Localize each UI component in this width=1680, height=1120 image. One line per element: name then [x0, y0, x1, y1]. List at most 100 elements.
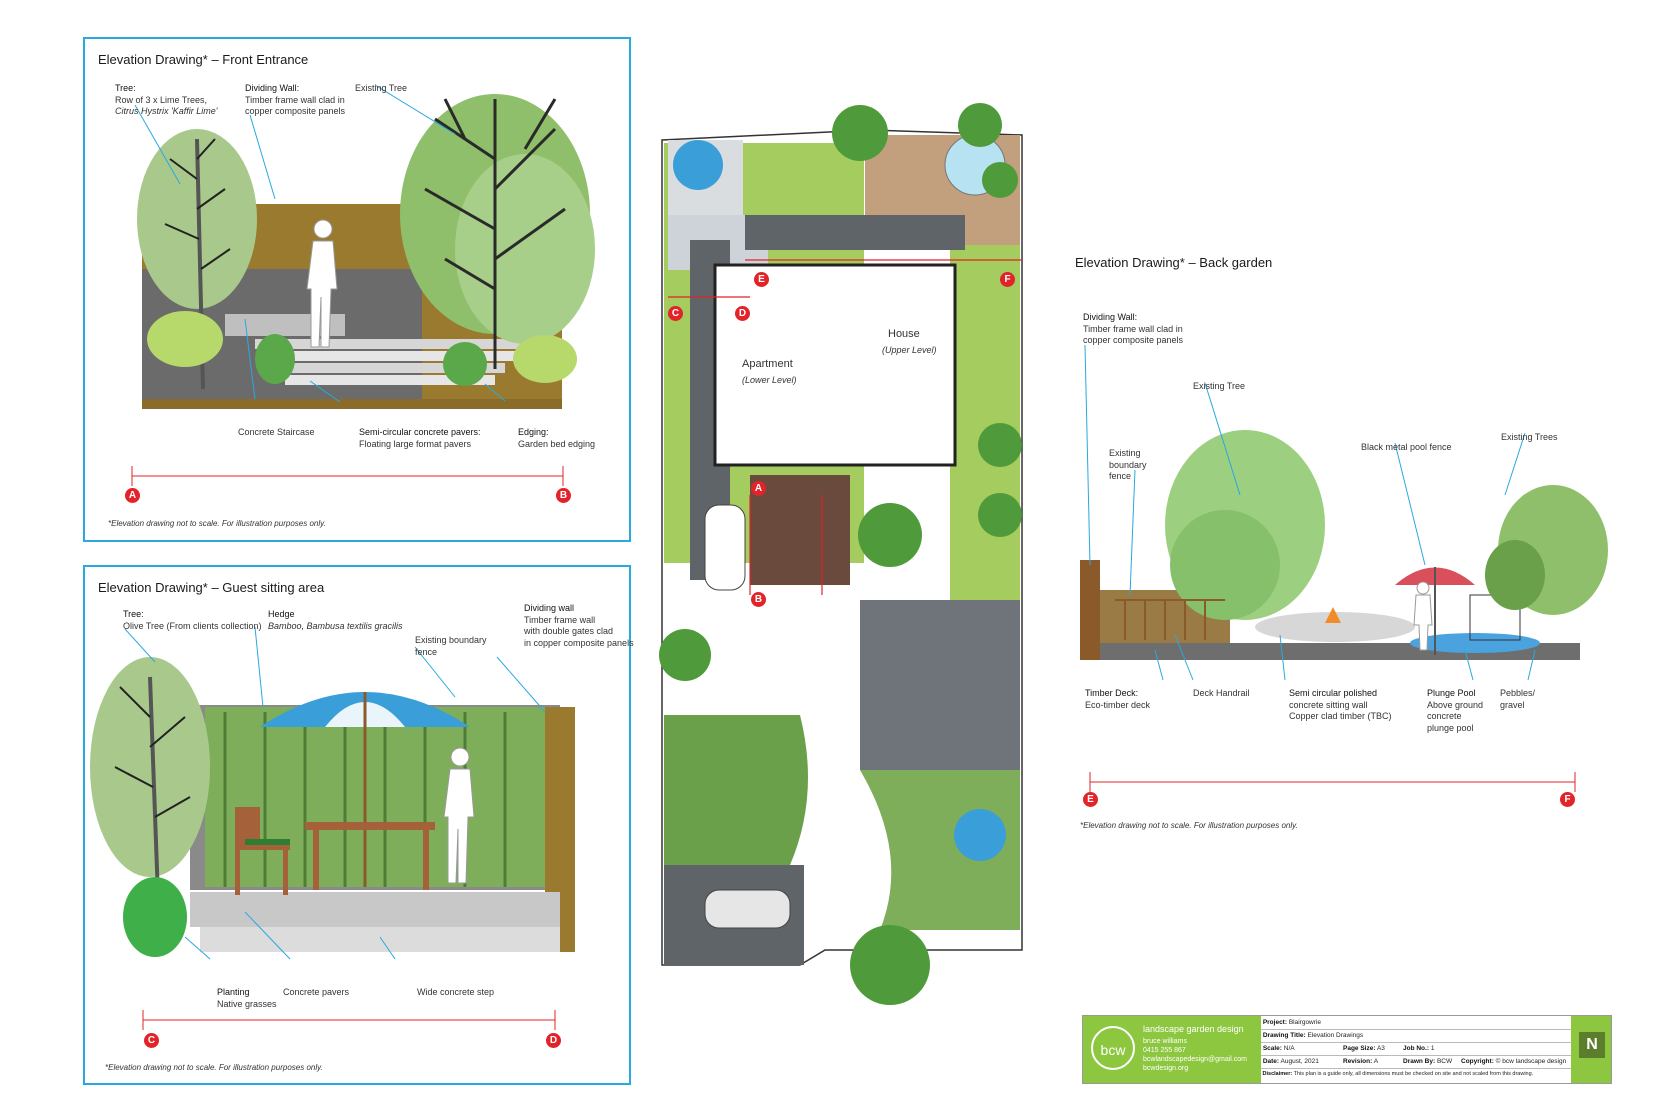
back-garden-elevation: Elevation Drawing* – Back garden Dividin…: [1075, 255, 1615, 835]
plunge-pool: [1410, 633, 1540, 653]
grass-clump: [443, 342, 487, 386]
umbrella: [260, 692, 470, 887]
marker-f: F: [1560, 792, 1575, 807]
dividing-wall: [1080, 560, 1100, 660]
date-row: Date: August, 2021 Revision: A Drawn By:…: [1261, 1055, 1571, 1069]
site-plan-drawing: [659, 103, 1023, 1005]
plan-marker-a: A: [751, 481, 766, 496]
marker-d: D: [546, 1033, 561, 1048]
timber-deck-label: Timber Deck:Eco-timber deck: [1085, 688, 1151, 710]
umbrella: [1395, 567, 1475, 655]
disclaimer-row: Disclaimer: This plan is a guide only, a…: [1262, 1071, 1534, 1077]
tree-canopy: [659, 629, 711, 681]
shrub: [513, 335, 577, 383]
drawing-title-row: Drawing Title: Elevation Drawings: [1261, 1029, 1571, 1043]
person-silhouette: [306, 219, 338, 348]
staircase-label: Concrete Staircase: [238, 427, 315, 437]
concrete-pavers-label: Concrete pavers: [283, 987, 350, 997]
table-and-chair: [235, 807, 435, 895]
roof-shed: [860, 600, 1020, 770]
plan-marker-e: E: [754, 272, 769, 287]
pool-fence-label: Black metal pool fence: [1361, 442, 1452, 452]
deck: [745, 215, 965, 250]
sitting-wall: [1255, 612, 1415, 642]
plan-marker-b: B: [751, 592, 766, 607]
tree-canopy: [850, 925, 930, 1005]
site-plan: House (Upper Level) Apartment (Lower Lev…: [650, 95, 1040, 1105]
title-block: bcw landscape garden design bruce willia…: [1082, 1015, 1612, 1084]
panel-title: Elevation Drawing* – Front Entrance: [98, 52, 309, 67]
carport: [750, 475, 850, 585]
tree-canopy: [982, 162, 1018, 198]
plan-marker-f: F: [1000, 272, 1015, 287]
section-lines: [668, 259, 1022, 595]
car: [704, 889, 791, 929]
person-silhouette: [1413, 581, 1433, 651]
native-grasses: [123, 877, 187, 957]
deck-handrail-label: Deck Handrail: [1193, 688, 1250, 698]
email: bcwlandscapedesign@gmail.com: [1143, 1056, 1247, 1063]
company-name: landscape garden design: [1143, 1024, 1244, 1034]
panel-title: Elevation Drawing* – Back garden: [1075, 255, 1273, 270]
tree-label: Tree:Olive Tree (From clients collection…: [123, 609, 262, 631]
dimension-line-e-f: [1089, 772, 1576, 792]
front-entrance-panel: Elevation Drawing* – Front Entrance Tree…: [83, 37, 631, 542]
apartment-sublabel: (Lower Level): [742, 375, 797, 385]
edging-label: Edging:Garden bed edging: [518, 427, 596, 449]
pebbles-label: Pebbles/gravel: [1500, 688, 1536, 710]
scale-note: *Elevation drawing not to scale. For ill…: [105, 1063, 323, 1072]
wide-concrete-step: [200, 927, 560, 952]
bamboo-hedge: [205, 707, 545, 887]
apartment-label: Apartment: [742, 358, 793, 370]
marker-c: C: [144, 1033, 159, 1048]
tree-canopy: [858, 503, 922, 567]
tree-canopy: [978, 423, 1022, 467]
logo-mark: bcw: [1091, 1026, 1135, 1070]
tree-canopy: [958, 103, 1002, 147]
person-silhouette: [443, 747, 475, 884]
plan-marker-c: C: [668, 306, 683, 321]
existing-trees-label: Existing Trees: [1501, 432, 1558, 442]
guest-sitting-illustration: [90, 626, 575, 1030]
house: [713, 263, 957, 467]
dimension-line-c-d: [142, 1010, 556, 1030]
house-label: House: [888, 328, 920, 340]
dimension-line-a-b: [131, 466, 564, 486]
umbrella: [673, 140, 723, 190]
back-garden-illustration: [1080, 344, 1608, 792]
scale-note: *Elevation drawing not to scale. For ill…: [1080, 821, 1298, 830]
shrub: [147, 311, 223, 367]
tree-label: Tree:Row of 3 x Lime Trees,Citrus Hystri…: [115, 83, 218, 116]
panel-title: Elevation Drawing* – Guest sitting area: [98, 580, 325, 595]
guest-sitting-panel: Elevation Drawing* – Guest sitting area …: [83, 565, 634, 1085]
marker-e: E: [1083, 792, 1098, 807]
front-lawn: [664, 715, 808, 865]
marker-a: A: [125, 488, 140, 503]
designer-name: bruce williams: [1143, 1038, 1187, 1045]
pavers-label: Semi-circular concrete pavers:Floating l…: [359, 427, 481, 449]
grass-clump: [255, 334, 295, 384]
wide-step-label: Wide concrete step: [417, 987, 495, 997]
scale-note: *Elevation drawing not to scale. For ill…: [108, 519, 326, 528]
existing-tree-label: Existing Tree: [355, 83, 408, 93]
tree-canopy: [832, 105, 888, 161]
house-sublabel: (Upper Level): [882, 345, 937, 355]
tree-canopy: [978, 493, 1022, 537]
car: [704, 504, 746, 591]
phone: 0415 255 867: [1143, 1047, 1186, 1054]
fire-pit: [1325, 607, 1341, 623]
existing-tree: [400, 94, 595, 369]
website: bcwdesign.org: [1143, 1065, 1189, 1072]
north-panel: N: [1571, 1016, 1611, 1083]
project-row: Project: Blairgowrie: [1261, 1016, 1571, 1030]
deck-handrail: [1115, 599, 1225, 640]
company-logo: bcw landscape garden design bruce willia…: [1083, 1016, 1261, 1083]
